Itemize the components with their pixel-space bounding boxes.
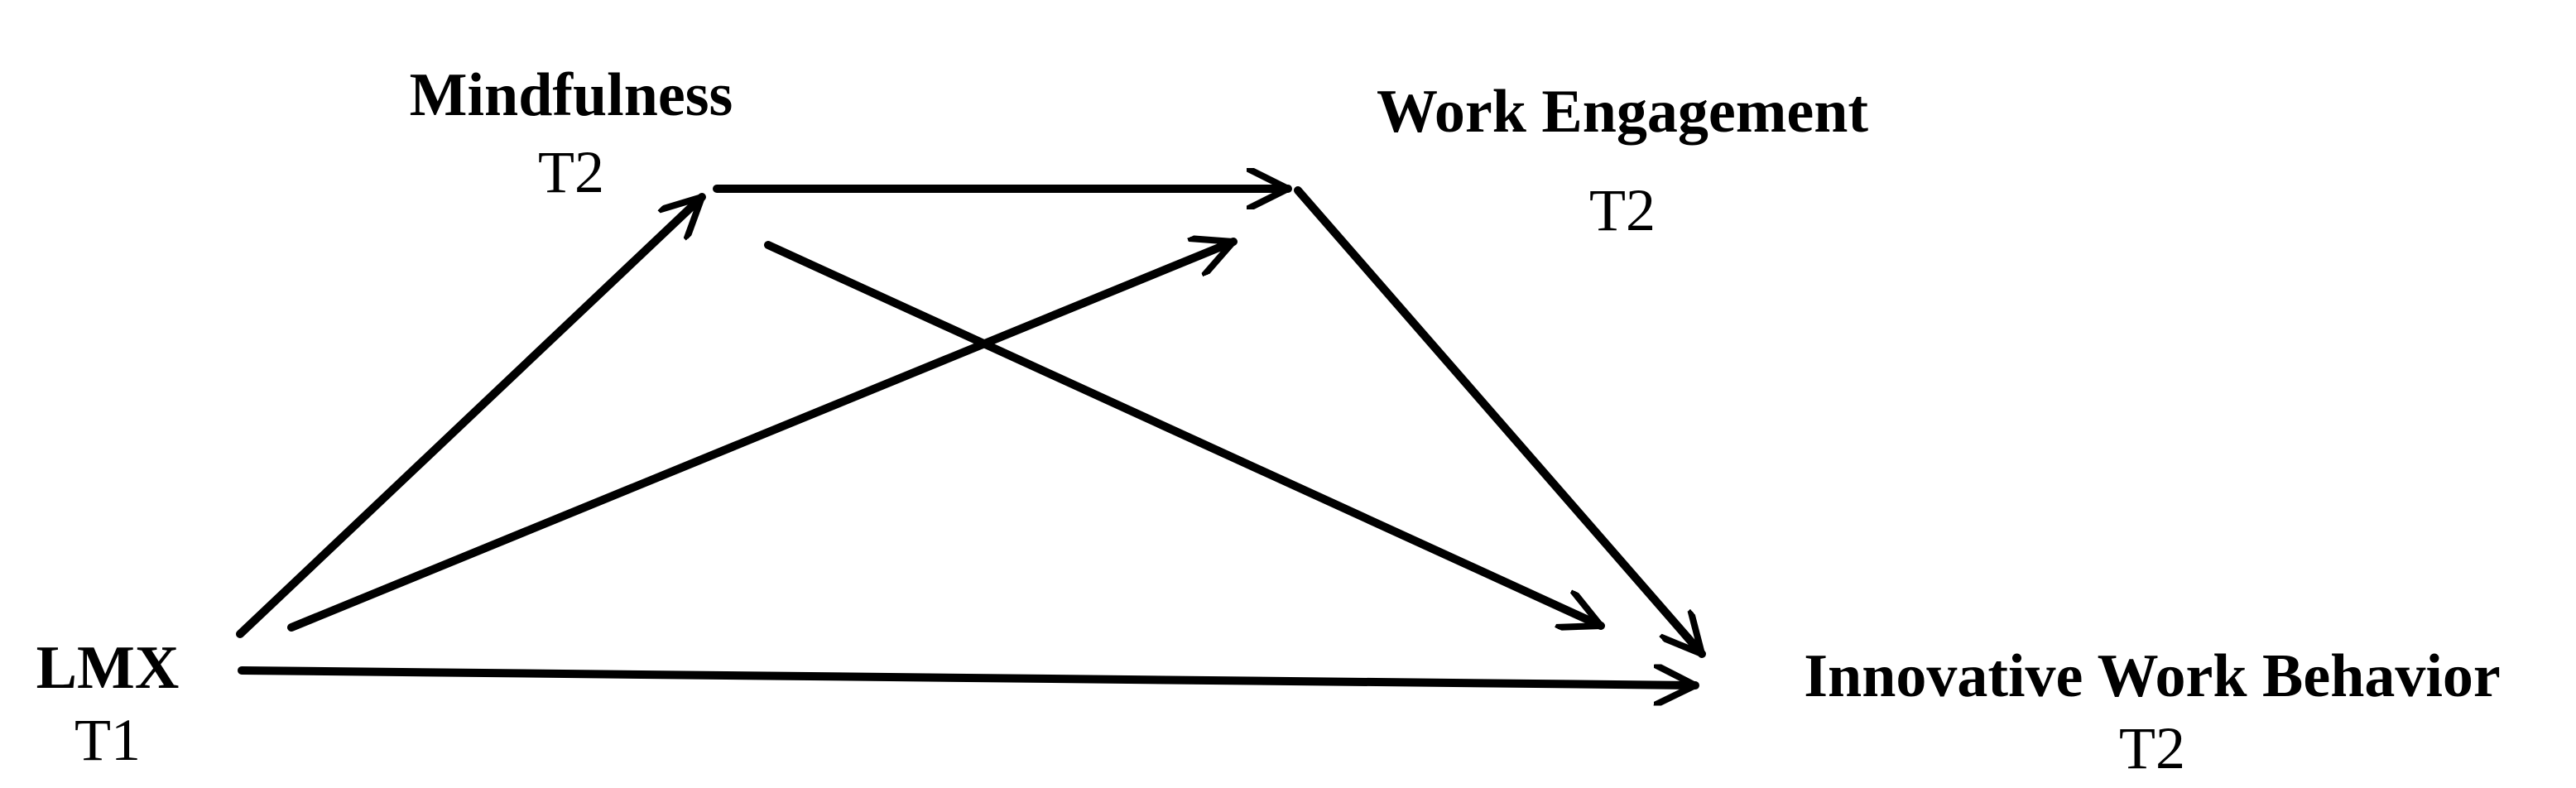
- node-lmx-time: T1: [74, 707, 141, 773]
- edge-lmx-to-mindfulness: [236, 197, 702, 638]
- node-innovative-work-behavior: Innovative Work Behavior T2: [1738, 646, 2566, 778]
- node-lmx-name: LMX: [36, 634, 180, 702]
- node-innovative-work-behavior-time: T2: [2119, 715, 2185, 781]
- edge-work-engagement-to-innovative-work-behavior: [1294, 186, 1702, 654]
- node-lmx: LMX T1: [0, 637, 215, 770]
- node-work-engagement-time: T2: [1589, 177, 1656, 243]
- node-work-engagement: Work Engagement T2: [1320, 81, 1925, 240]
- edge-lmx-to-work-engagement: [287, 242, 1233, 632]
- node-innovative-work-behavior-name: Innovative Work Behavior: [1804, 642, 2501, 710]
- edge-lmx-to-innovative-work-behavior: [238, 670, 1699, 685]
- node-mindfulness-time: T2: [538, 139, 604, 205]
- node-mindfulness-name: Mindfulness: [409, 61, 733, 129]
- edge-mindfulness-to-innovative-work-behavior: [764, 241, 1601, 626]
- node-work-engagement-name: Work Engagement: [1376, 78, 1869, 146]
- node-mindfulness: Mindfulness T2: [372, 65, 770, 202]
